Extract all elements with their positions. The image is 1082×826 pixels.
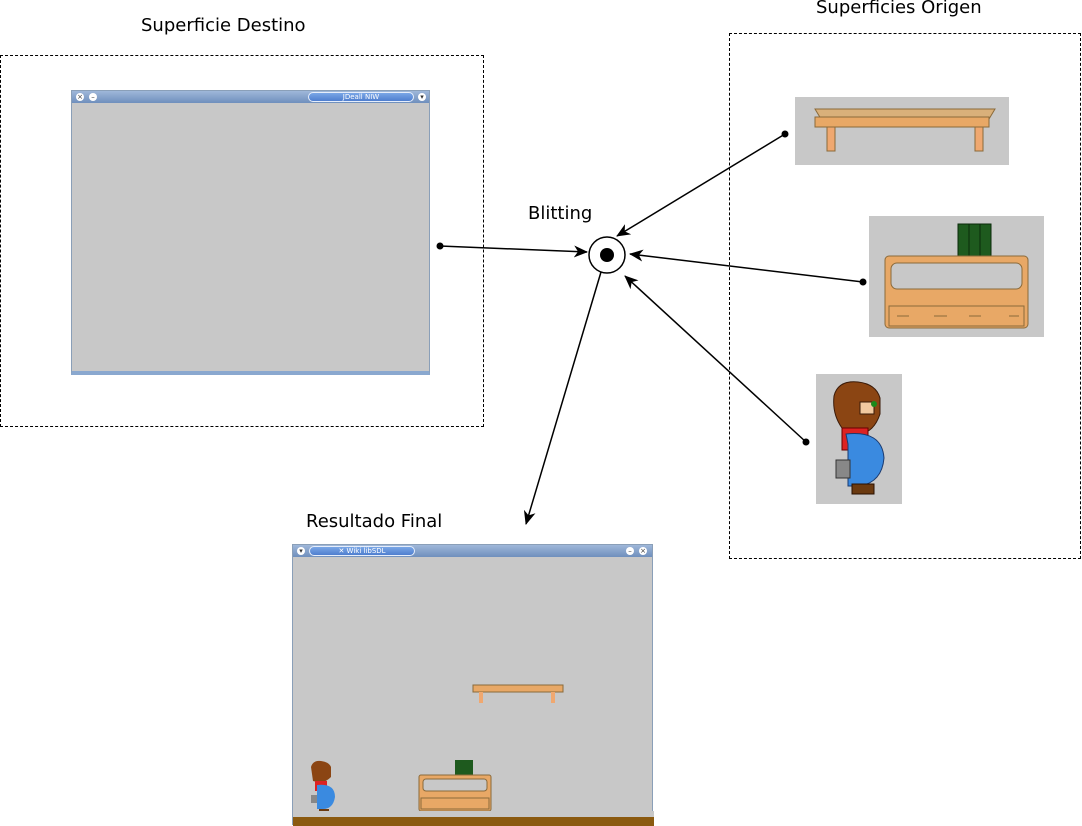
- arrow-shelf-to-hub: [616, 133, 786, 237]
- source-cabinet-surface: [869, 216, 1044, 337]
- resultado-scene: [293, 684, 654, 826]
- shelf-graphic: [814, 108, 996, 152]
- destino-titlebar: × – JDeall NIW ▾: [72, 91, 429, 103]
- app-icon: ✕: [338, 547, 345, 555]
- resultado-window: ▾ ✕ Wiki libSDL – ×: [292, 544, 654, 826]
- minimize-icon[interactable]: –: [89, 93, 97, 101]
- arrow-hub-to-resultado: [523, 271, 602, 525]
- blitting-hub-center: [600, 248, 614, 262]
- character-graphic: [833, 381, 885, 495]
- source-character-surface: [816, 374, 902, 504]
- resultado-titlebar: ▾ ✕ Wiki libSDL – ×: [293, 545, 652, 557]
- label-superficies-origen: Superficies Origen: [816, 0, 982, 18]
- resultado-title-text: Wiki libSDL: [346, 547, 386, 555]
- resultado-window-title: ✕ Wiki libSDL: [309, 546, 415, 556]
- label-resultado-final: Resultado Final: [306, 511, 443, 532]
- close-icon[interactable]: ×: [76, 93, 84, 101]
- menu-icon[interactable]: ▾: [297, 547, 305, 555]
- minimize-icon[interactable]: –: [626, 547, 634, 555]
- arrow-cabinet-to-hub: [629, 249, 864, 283]
- destino-window: × – JDeall NIW ▾: [71, 90, 430, 375]
- blitting-hub: [588, 236, 626, 274]
- label-superficie-destino: Superficie Destino: [141, 15, 306, 36]
- arrow-character-to-hub: [624, 275, 807, 443]
- origen-group-box: [729, 33, 1081, 559]
- close-icon[interactable]: ×: [639, 547, 647, 555]
- destino-window-title: JDeall NIW: [308, 92, 414, 102]
- source-shelf-surface: [795, 97, 1009, 165]
- destino-title-text: JDeall NIW: [342, 93, 380, 101]
- cabinet-graphic: [884, 223, 1029, 329]
- label-blitting: Blitting: [528, 203, 593, 224]
- arrow-destino-to-hub: [439, 245, 588, 258]
- destino-group-box: [0, 55, 484, 427]
- menu-icon[interactable]: ▾: [418, 93, 426, 101]
